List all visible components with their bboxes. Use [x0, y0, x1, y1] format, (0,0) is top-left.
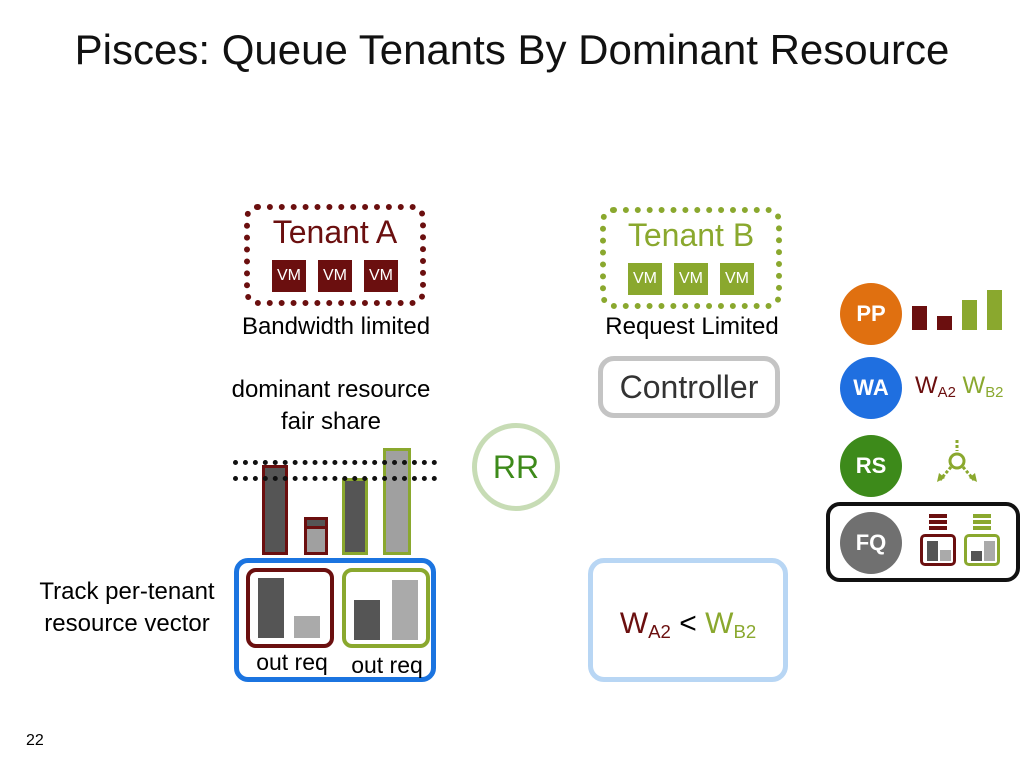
tenant-b-vm-2: VM: [674, 263, 708, 295]
weight-b: WB2: [705, 607, 757, 642]
tenant-b-name: Tenant B: [627, 217, 755, 253]
slide-title: Pisces: Queue Tenants By Dominant Resour…: [74, 26, 950, 73]
wa-circle: WA: [840, 357, 902, 419]
less-than: <: [679, 607, 697, 640]
tenant-a-vm-3: VM: [364, 260, 398, 292]
out-req-b-label: out req: [351, 652, 423, 678]
pp-bar-4: [987, 290, 1002, 330]
wa-weight-a: WA2: [915, 372, 956, 401]
wa-weight-b: WB2: [962, 372, 1004, 401]
rs-circle: RS: [840, 435, 902, 497]
weight-compare-box: WA2 < WB2: [588, 558, 788, 682]
out-req-a-label: out req: [256, 649, 328, 675]
track-label-line1: Track per-tenant: [39, 578, 215, 605]
fq-queue-b-icon: [964, 514, 1000, 568]
track-b-bar-2: [392, 580, 418, 640]
pp-bars: [910, 288, 1010, 332]
pp-bar-1: [912, 306, 927, 330]
pp-bar-2: [937, 316, 952, 330]
fq-queue-a-icon: [920, 514, 956, 568]
controller-box: Controller: [598, 356, 780, 418]
track-a-bar-2: [294, 616, 320, 638]
tracking-a-box: [246, 568, 334, 648]
tenant-a-vm-2: VM: [318, 260, 352, 292]
pp-circle: PP: [840, 283, 902, 345]
drf-label-line2: fair share: [280, 408, 382, 435]
tenant-b-caption: Request Limited: [605, 313, 779, 340]
tracking-box: out req out req: [234, 558, 436, 682]
bar-a-request-cap: [304, 517, 328, 529]
replica-selection-icon: [937, 440, 977, 482]
tenant-b-box: Tenant B VM VM VM: [600, 207, 782, 309]
rr-label: RR: [492, 449, 540, 485]
tracking-b-box: [342, 568, 430, 648]
fair-share-line-1: [233, 460, 437, 465]
tenant-b-vm-1: VM: [628, 263, 662, 295]
bar-b-bandwidth: [342, 478, 368, 555]
controller-label: Controller: [619, 369, 759, 405]
rr-circle: RR: [472, 423, 560, 511]
tenant-a-name: Tenant A: [272, 214, 398, 250]
fair-share-line-2: [233, 476, 437, 481]
wa-weights: WA2 WB2: [915, 372, 1004, 401]
weight-a: WA2: [619, 607, 671, 642]
tenant-a-vm-1: VM: [272, 260, 306, 292]
weight-compare-text: WA2 < WB2: [593, 607, 783, 642]
tenant-a-box: Tenant A VM VM VM: [244, 204, 426, 306]
fq-circle: FQ: [840, 512, 902, 574]
track-a-bar-1: [258, 578, 284, 638]
bar-b-request: [383, 448, 411, 555]
fq-box: FQ: [826, 502, 1020, 582]
drf-bars: [230, 445, 440, 560]
drf-label-line1: dominant resource: [231, 376, 431, 403]
tenant-b-vm-3: VM: [720, 263, 754, 295]
slide-number: 22: [26, 732, 44, 749]
track-b-bar-1: [354, 600, 380, 640]
pp-bar-3: [962, 300, 977, 330]
tenant-a-caption: Bandwidth limited: [241, 313, 431, 340]
track-label-line2: resource vector: [44, 610, 210, 637]
